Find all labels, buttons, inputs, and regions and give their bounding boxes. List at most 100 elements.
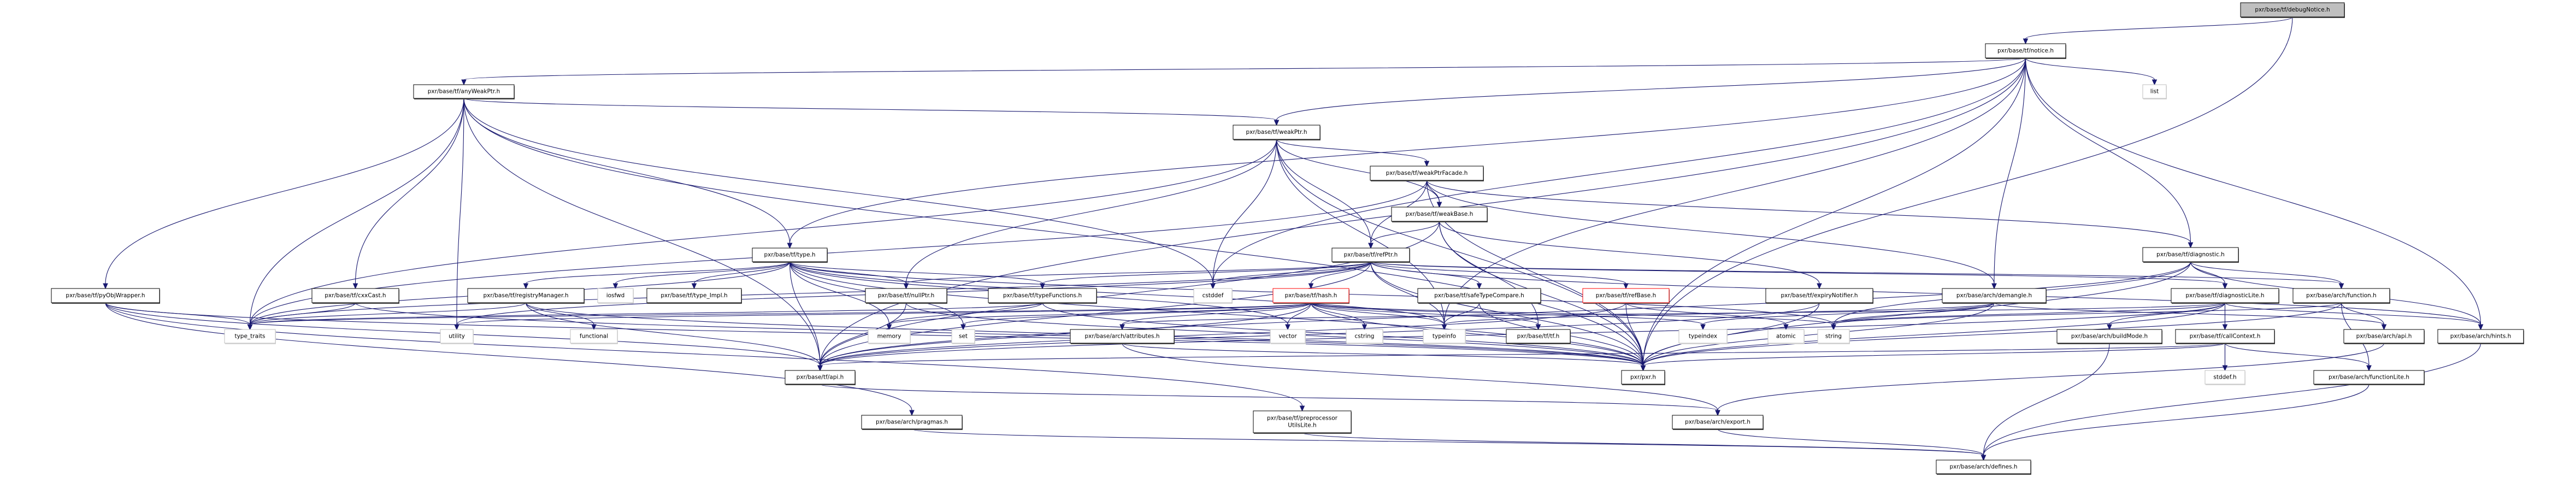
edge-notice-to-diagnostic	[2025, 57, 2194, 249]
node-expiryNotifier[interactable]: pxr/base/tf/expiryNotifier.h	[1765, 288, 1873, 304]
node-box	[1678, 329, 1728, 344]
node-nullPtr[interactable]: pxr/base/tf/nullPtr.h	[865, 288, 947, 304]
node-buildMode[interactable]: pxr/base/arch/buildMode.h	[2056, 329, 2162, 344]
edge-line	[1310, 302, 1539, 325]
edge-line	[905, 261, 1371, 284]
edge-demangle-to-typeinfo	[1441, 302, 1995, 331]
edge-line	[820, 302, 1626, 366]
node-function[interactable]: pxr/base/arch/function.h	[2292, 288, 2390, 304]
node-label: pxr/base/tf/type.h	[764, 252, 815, 258]
edge-notice-to-anyWeakPtr	[461, 57, 2026, 86]
node-label: pxr/base/tf/api.h	[797, 374, 844, 381]
edge-registryManager-to-functional	[525, 302, 597, 331]
edge-line	[1370, 261, 1626, 284]
node-weakBase[interactable]: pxr/base/tf/weakBase.h	[1391, 207, 1488, 222]
arrowhead-icon	[2366, 365, 2372, 372]
edge-hints-to-defines	[1980, 343, 2481, 461]
node-box	[868, 329, 911, 344]
node-label: pxr/base/tf/refBase.h	[1596, 292, 1656, 299]
arrowhead-icon	[909, 410, 915, 416]
node-label: set	[959, 333, 968, 340]
node-export[interactable]: pxr/base/arch/export.h	[1672, 415, 1764, 430]
node-demangle[interactable]: pxr/base/arch/demangle.h	[1942, 288, 2047, 304]
node-pxr[interactable]: pxr/pxr.h	[1621, 370, 1665, 385]
node-archApi[interactable]: pxr/base/arch/api.h	[2343, 329, 2425, 344]
node-label: pxr/base/arch/attributes.h	[1084, 333, 1159, 340]
edge-line	[1310, 302, 1834, 325]
edges-layer	[103, 16, 2484, 461]
edge-line	[1443, 302, 1480, 325]
edge-line	[1702, 302, 1995, 325]
edge-line	[456, 302, 1312, 325]
node-type[interactable]: pxr/base/tf/type.h	[752, 248, 828, 263]
node-box	[1765, 288, 1873, 303]
node-attributes[interactable]: pxr/base/arch/attributes.h	[1070, 329, 1175, 344]
node-diagnostic[interactable]: pxr/base/tf/diagnostic.h	[2142, 247, 2239, 263]
edge-line	[249, 98, 464, 325]
arrowhead-icon	[787, 243, 793, 249]
node-debugNotice[interactable]: pxr/base/tf/debugNotice.h	[2240, 2, 2345, 18]
node-box	[2240, 2, 2345, 17]
node-notice[interactable]: pxr/base/tf/notice.h	[1985, 43, 2066, 59]
arrowhead-icon	[1715, 410, 1720, 416]
node-box	[2437, 329, 2524, 344]
edge-line	[888, 302, 1043, 325]
node-label: pxr/base/arch/pragmas.h	[876, 419, 948, 426]
node-label: pxr/base/tf/diagnostic.h	[2156, 251, 2225, 258]
edge-line	[463, 57, 2026, 80]
edge-line	[249, 180, 1428, 325]
edge-line	[463, 98, 791, 244]
edge-line	[1276, 139, 1428, 162]
node-string: string	[1817, 329, 1850, 344]
arrowhead-icon	[461, 79, 467, 86]
node-registryManager[interactable]: pxr/base/tf/registryManager.h	[467, 288, 585, 304]
node-box	[1672, 415, 1764, 429]
edge-line	[249, 261, 1371, 325]
edge-function-to-string	[1831, 302, 2342, 331]
node-box	[51, 288, 160, 303]
edge-notice-to-list	[2025, 57, 2158, 86]
node-box	[2292, 288, 2390, 303]
edge-pyObjWrapper-to-preprocessorUtilsLite	[105, 302, 1305, 412]
node-refPtr[interactable]: pxr/base/tf/refPtr.h	[1331, 248, 1410, 263]
edge-line	[1625, 302, 1644, 366]
node-hash[interactable]: pxr/base/tf/hash.h	[1272, 288, 1349, 304]
node-label: cstring	[1355, 333, 1375, 340]
edge-line	[463, 98, 1277, 121]
edge-refPtr-to-cstddef	[1210, 261, 1371, 290]
node-tf[interactable]: pxr/base/tf/tf.h	[1506, 329, 1571, 344]
arrowhead-icon	[2023, 38, 2029, 45]
edge-line	[1443, 57, 2026, 325]
node-pyObjWrapper[interactable]: pxr/base/tf/pyObjWrapper.h	[51, 288, 160, 304]
node-box	[1817, 329, 1850, 344]
arrowhead-icon	[1436, 202, 1442, 208]
node-box	[2204, 370, 2245, 385]
node-tfApi[interactable]: pxr/base/tf/api.h	[785, 370, 856, 385]
edge-line	[1642, 261, 2191, 366]
node-callContext[interactable]: pxr/base/tf/callContext.h	[2175, 329, 2275, 344]
node-box	[1621, 370, 1665, 385]
node-cxxCast[interactable]: pxr/base/tf/cxxCast.h	[311, 288, 399, 304]
node-label: pxr/base/tf/registryManager.h	[484, 292, 569, 299]
node-box	[1767, 329, 1805, 344]
node-diagnosticLite[interactable]: pxr/base/tf/diagnosticLite.h	[2171, 288, 2279, 304]
edge-callContext-to-tfApi	[817, 343, 2226, 372]
edge-hash-to-typeindex	[1310, 302, 1706, 331]
node-typeFunctions[interactable]: pxr/base/tf/typeFunctions.h	[988, 288, 1097, 304]
node-box	[951, 329, 975, 344]
edge-line	[1642, 57, 2026, 366]
node-functionLite[interactable]: pxr/base/arch/functionLite.h	[2313, 370, 2425, 385]
node-pragmas[interactable]: pxr/base/arch/pragmas.h	[861, 415, 963, 430]
node-typeImpl[interactable]: pxr/base/tf/type_Impl.h	[646, 288, 742, 304]
edge-type-to-nullPtr	[789, 261, 909, 290]
node-anyWeakPtr[interactable]: pxr/base/tf/anyWeakPtr.h	[413, 84, 515, 99]
node-hints[interactable]: pxr/base/arch/hints.h	[2437, 329, 2524, 344]
node-weakPtrFacade[interactable]: pxr/base/tf/weakPtrFacade.h	[1370, 166, 1484, 181]
node-safeTypeCompare[interactable]: pxr/base/tf/safeTypeCompare.h	[1417, 288, 1541, 304]
node-weakPtr[interactable]: pxr/base/tf/weakPtr.h	[1233, 125, 1321, 140]
node-defines[interactable]: pxr/base/arch/defines.h	[1936, 460, 2031, 475]
edge-weakPtr-to-nullPtr	[903, 139, 1277, 290]
node-box	[413, 84, 515, 99]
node-refBase[interactable]: pxr/base/tf/refBase.h	[1582, 288, 1670, 304]
